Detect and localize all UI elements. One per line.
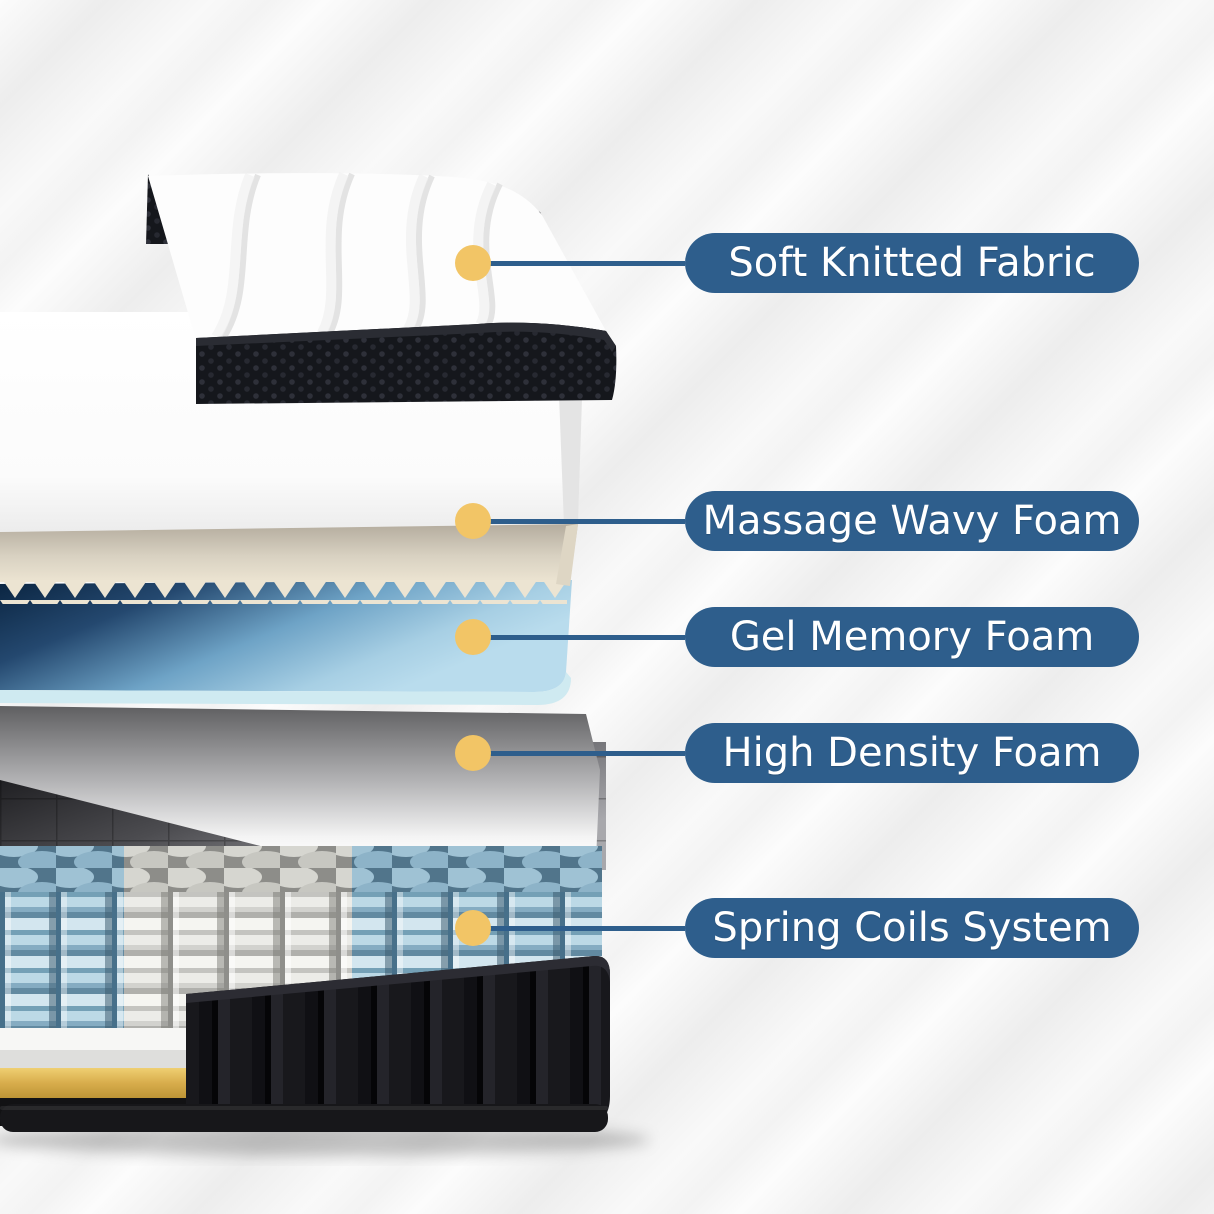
label-pill: Soft Knitted Fabric — [685, 233, 1139, 293]
connector-line — [483, 750, 685, 756]
layer-high-density-foam — [0, 706, 600, 860]
quilted-side-panel — [186, 955, 610, 1126]
label-pill: Spring Coils System — [685, 898, 1139, 958]
callout-soft-knitted-fabric: Soft Knitted Fabric — [455, 233, 1139, 293]
ground-shadow — [0, 1124, 650, 1156]
marker-dot — [455, 503, 491, 539]
callout-gel-memory-foam: Gel Memory Foam — [455, 607, 1139, 667]
layer-gel-memory-foam — [0, 580, 572, 705]
marker-dot — [455, 735, 491, 771]
connector-line — [483, 925, 685, 931]
connector-line — [483, 634, 685, 640]
label-pill: Massage Wavy Foam — [685, 491, 1139, 551]
mattress-illustration — [0, 171, 650, 1156]
label-pill: Gel Memory Foam — [685, 607, 1139, 667]
bottom-piping — [0, 1104, 608, 1132]
layer-soft-knitted-fabric — [146, 171, 617, 404]
marker-dot — [455, 619, 491, 655]
callout-massage-wavy-foam: Massage Wavy Foam — [455, 491, 1139, 551]
connector-line — [483, 260, 685, 266]
callout-high-density-foam: High Density Foam — [455, 723, 1139, 783]
fabric-black-band — [196, 322, 617, 404]
connector-line — [483, 518, 685, 524]
marker-dot — [455, 910, 491, 946]
marker-dot — [455, 245, 491, 281]
callout-spring-coils-system: Spring Coils System — [455, 898, 1139, 958]
layer-massage-wavy-foam — [0, 524, 578, 604]
label-pill: High Density Foam — [685, 723, 1139, 783]
